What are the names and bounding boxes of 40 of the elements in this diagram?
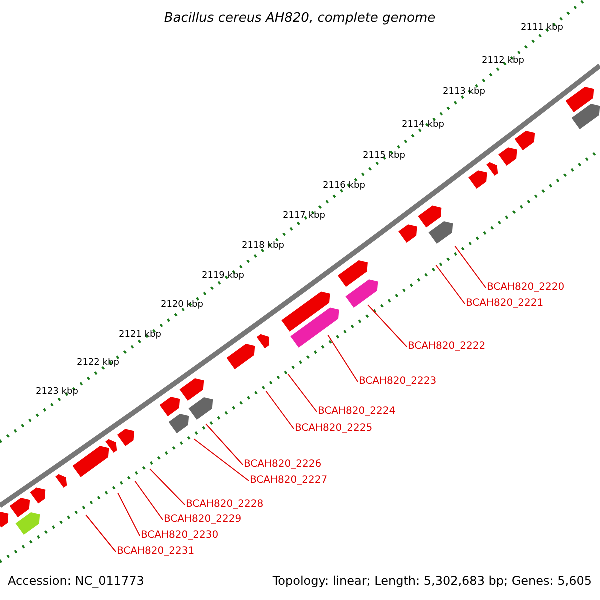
scale-label: 2119 kbp — [202, 272, 244, 281]
scale-label: 2123 kbp — [36, 388, 78, 397]
gene-label: BCAH820_2221 — [466, 299, 544, 309]
scale-label: 2113 kbp — [443, 88, 486, 97]
scale-label: 2121 kbp — [119, 331, 162, 340]
gene-label: BCAH820_2231 — [117, 547, 195, 557]
scale-label: 2120 kbp — [161, 301, 204, 310]
scale-label: 2118 kbp — [242, 242, 284, 251]
leader-line — [288, 374, 318, 412]
gene-label: BCAH820_2227 — [250, 476, 328, 486]
leader-line — [150, 468, 186, 506]
title: Bacillus cereus AH820, complete genome — [163, 12, 437, 25]
gene-label: BCAH820_2225 — [295, 424, 373, 434]
scale-label: 2116 kbp — [323, 182, 366, 191]
leader-line — [194, 438, 250, 482]
leader-line — [368, 304, 408, 348]
scale-label: 2115 kbp — [363, 152, 406, 161]
leader-line — [454, 246, 486, 288]
leader-line — [436, 264, 466, 304]
scale-label: 2122 kbp — [77, 359, 120, 368]
leader-line — [134, 480, 164, 520]
gene-label: BCAH820_2230 — [141, 531, 219, 541]
leader-line — [206, 424, 244, 466]
footer-text: Topology: linear; Length: 5,302,683 bp; Genes: 5,605 — [272, 575, 592, 587]
scale-label: 2112 kbp — [482, 57, 524, 66]
gene-label: BCAH820_2228 — [186, 500, 264, 510]
gene-label: BCAH820_2223 — [359, 377, 437, 387]
gene-label: BCAH820_2229 — [164, 515, 242, 525]
scale-label: 2117 kbp — [283, 212, 326, 221]
scale-label: 2111 kbp — [521, 24, 564, 33]
gene-label: BCAH820_2224 — [318, 407, 396, 417]
leader-line — [328, 334, 358, 382]
scale-label: 2114 kbp — [402, 121, 444, 130]
gene-label: BCAH820_2220 — [487, 283, 565, 293]
footer-text: Accession: NC_011773 — [8, 575, 144, 587]
leader-line — [86, 514, 116, 552]
leader-line — [266, 390, 294, 430]
gene-label: BCAH820_2226 — [244, 460, 322, 470]
gene-label: BCAH820_2222 — [408, 342, 486, 352]
leader-line — [118, 492, 140, 536]
